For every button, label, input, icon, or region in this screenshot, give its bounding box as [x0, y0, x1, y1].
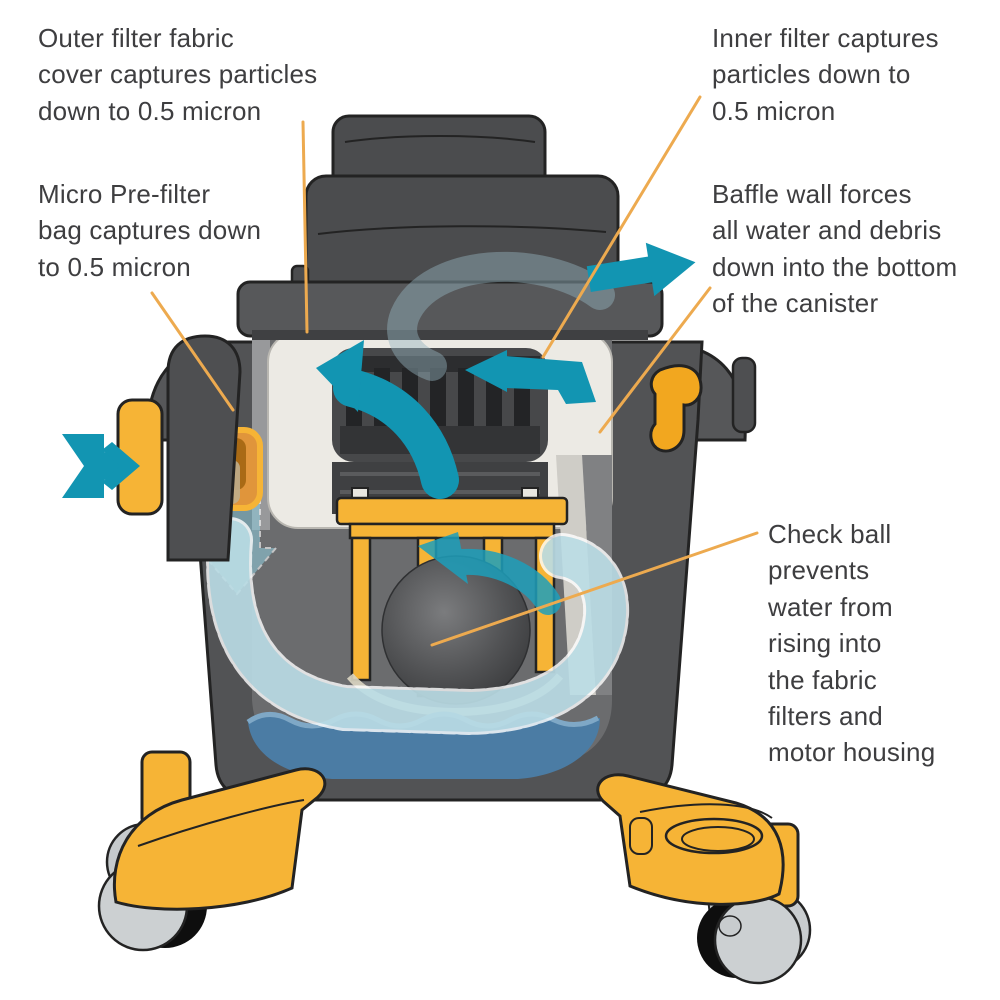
airflow-exhaust-arrow	[586, 242, 696, 297]
airflow-swoosh-top	[387, 251, 615, 381]
callout-line-check-ball	[430, 531, 759, 647]
front-left-caster	[97, 767, 327, 952]
inlet-assembly	[62, 334, 263, 562]
callout-line-inner-filter	[541, 95, 702, 359]
front-right-caster	[596, 773, 803, 985]
check-ball-label: Check ball prevents water from rising in…	[768, 519, 936, 768]
lid-latch	[649, 364, 703, 453]
airflow-filter-arrow	[465, 350, 596, 404]
motor-housing	[290, 114, 620, 310]
baffle-wall-label: Baffle wall forces all water and debris …	[712, 179, 958, 319]
callout-line-outer-filter	[301, 120, 309, 334]
outer-filter-label: Outer filter fabric cover captures parti…	[38, 23, 318, 126]
canister-lid	[236, 280, 664, 340]
inlet-arrow-icon	[62, 434, 140, 498]
airflow-cage-arrow	[418, 532, 561, 615]
airflow-updraft-arrow	[316, 340, 459, 499]
micro-prefilter-label: Micro Pre-filter bag captures down to 0.…	[38, 179, 262, 282]
callout-line-baffle-wall	[598, 286, 712, 434]
callout-lines	[150, 95, 759, 647]
callout-line-micro-prefilter	[150, 291, 235, 412]
inner-filter-label: Inner filter captures particles down to …	[712, 23, 939, 126]
